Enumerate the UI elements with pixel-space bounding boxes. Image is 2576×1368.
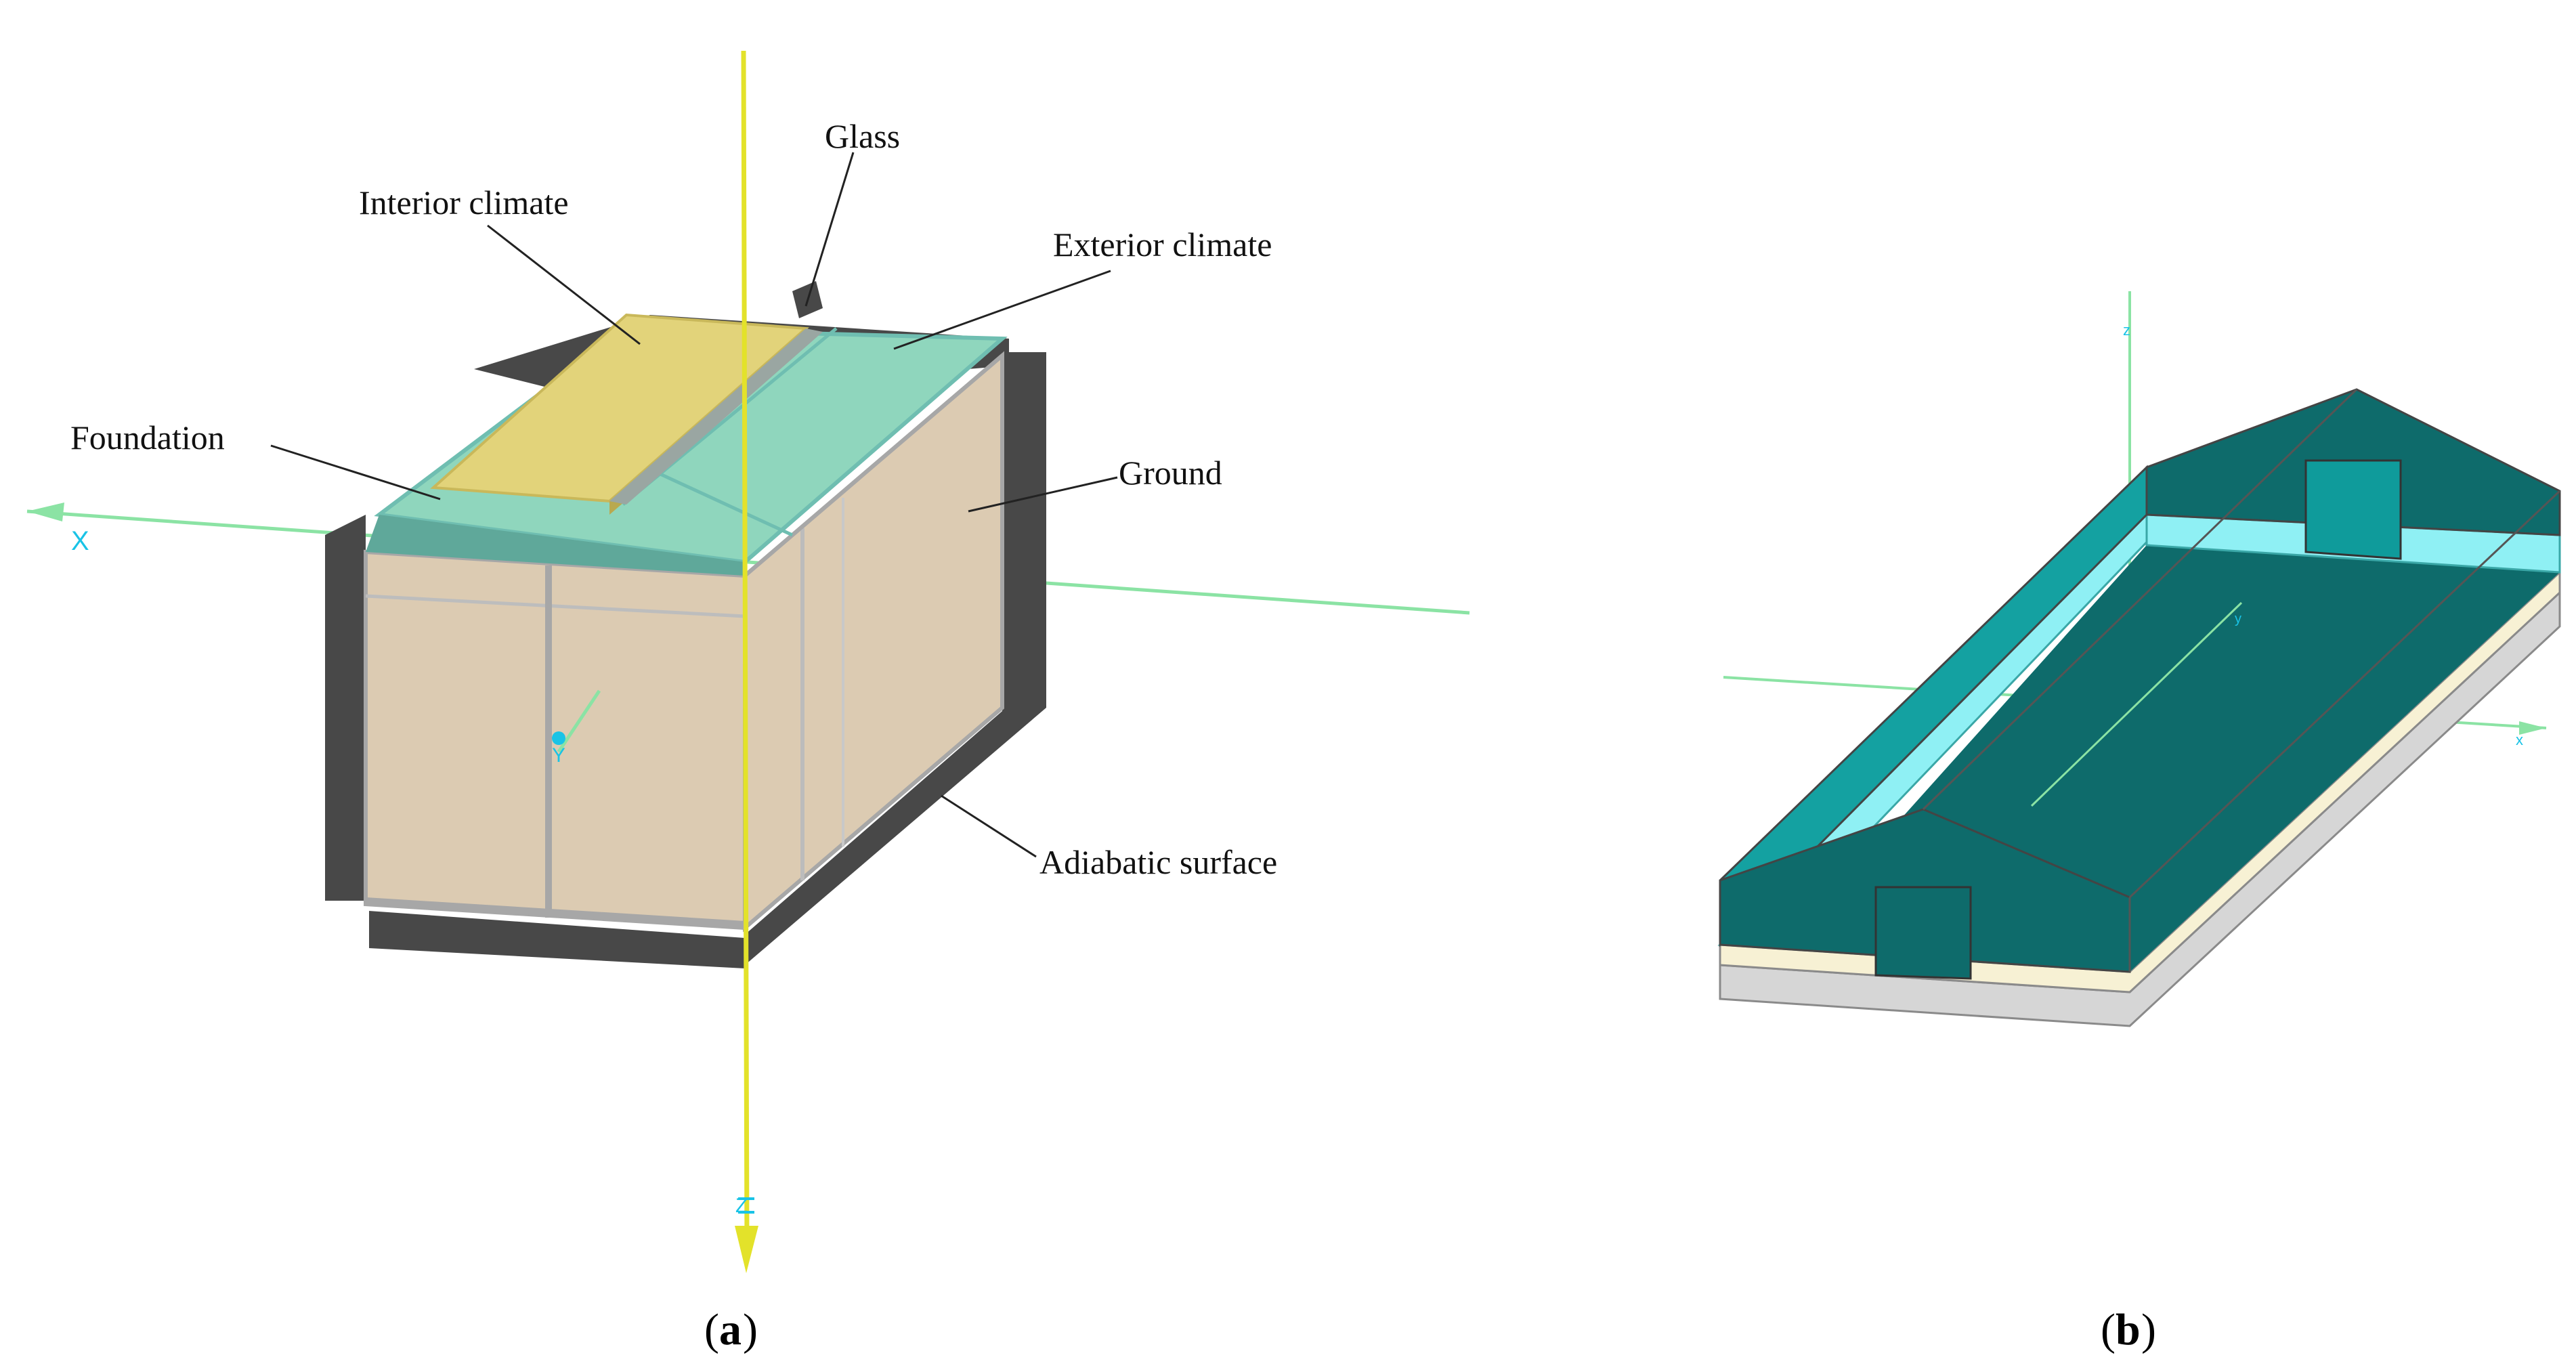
adiabatic-shell-bottom (369, 911, 745, 968)
glass-strip (609, 328, 823, 505)
caption-a: ( a ) (704, 1305, 758, 1354)
leader-ground (968, 476, 1118, 513)
greenhouse-back-door (2304, 459, 2402, 560)
leader-foundation (270, 444, 441, 500)
b-x-axis-arrow (2519, 721, 2546, 735)
label-ground: Ground (1119, 454, 1222, 492)
origin-marker (552, 731, 565, 745)
svg-text:): ) (2141, 1305, 2156, 1354)
adiabatic-shell-right (745, 352, 1046, 965)
caption-b: ( b ) (2101, 1305, 2156, 1354)
y-axis-label: Y (552, 744, 565, 767)
adiabatic-shell-left (325, 515, 366, 901)
greenhouse-front-door (1874, 886, 1972, 980)
x-axis-line (26, 509, 1470, 615)
label-adiabatic-surface: Adiabatic surface (1039, 843, 1277, 881)
leader-interior-climate (487, 224, 641, 345)
panel-b: x z y ( b ) (1717, 291, 2561, 1354)
z-axis-line (741, 50, 750, 1254)
caption-b-letter: b (2116, 1305, 2141, 1354)
z-axis-arrow (735, 1226, 758, 1273)
svg-text:(: ( (704, 1305, 719, 1354)
b-y-axis-label: y (2235, 612, 2241, 626)
label-exterior-climate: Exterior climate (1053, 226, 1272, 263)
svg-text:): ) (743, 1305, 758, 1354)
svg-text:(: ( (2101, 1305, 2116, 1354)
caption-a-letter: a (719, 1305, 742, 1354)
b-z-axis-label: z (2123, 322, 2130, 339)
label-interior-climate: Interior climate (359, 184, 569, 221)
label-glass: Glass (825, 117, 900, 155)
panel-a: Z X Y Glass Interior climate Exterior cl… (26, 50, 1470, 1354)
leader-adiabatic-surface (941, 794, 1037, 858)
b-x-axis-label: x (2516, 731, 2523, 748)
b-y-axis-line (2030, 601, 2243, 807)
leader-glass (804, 152, 855, 307)
y-axis-line (557, 689, 601, 753)
label-foundation: Foundation (70, 419, 225, 456)
exterior-climate-edge (366, 515, 745, 576)
x-axis-arrow (27, 503, 64, 521)
z-axis-label: Z (735, 1195, 748, 1217)
leader-exterior-climate (893, 270, 1111, 350)
x-axis-label: X (71, 526, 89, 556)
